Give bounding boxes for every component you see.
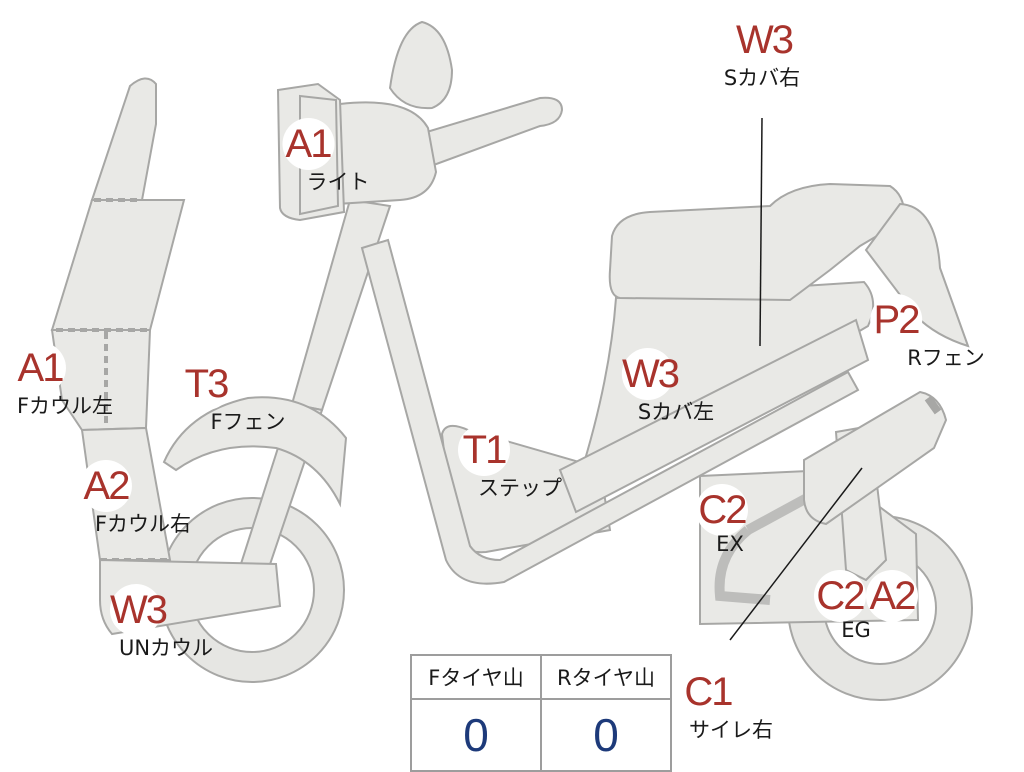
frame-top — [558, 318, 870, 514]
label-silencer-right: C1 サイレ右 — [643, 666, 773, 744]
label-seat-cover-left: W3 Sカバ左 — [582, 348, 714, 426]
muffler-tip — [924, 395, 942, 415]
front-fender — [162, 396, 348, 508]
exhaust-pipe — [714, 526, 771, 605]
label-exhaust: C2 EX — [696, 484, 748, 556]
label-under-cowl: W3 UNカウル — [59, 584, 213, 662]
part-code: W3 — [110, 584, 168, 636]
rear-tire-header: Rタイヤ山 — [540, 654, 672, 700]
tire-tread-table: Fタイヤ山 Rタイヤ山 0 0 — [410, 654, 672, 772]
front-tire-value: 0 — [410, 698, 542, 772]
part-name: Rフェン — [907, 346, 985, 370]
label-front-cowl-left: A1 Fカウル左 — [0, 342, 113, 420]
label-seat-cover-right: W3 Sカバ右 — [724, 14, 800, 92]
main-frame — [360, 238, 860, 585]
part-name: EX — [716, 532, 744, 556]
leader-silencer-right — [729, 467, 863, 641]
part-name: Fカウル右 — [94, 512, 192, 536]
part-name: EG — [841, 618, 871, 642]
muffler — [803, 390, 948, 526]
label-light: A1 ライト — [247, 118, 370, 196]
part-name: ライト — [306, 170, 370, 194]
handlebar — [398, 96, 564, 172]
part-code: T3 — [180, 358, 232, 410]
part-code: W3 — [622, 348, 680, 400]
part-code: A1 — [14, 342, 66, 394]
part-name: Sカバ右 — [723, 66, 801, 90]
part-code: C1 — [682, 666, 734, 718]
label-front-fender: T3 Fフェン — [126, 358, 286, 436]
part-name: サイレ右 — [689, 718, 773, 742]
label-engine: C2 A2 EG — [814, 570, 918, 642]
rear-tire-value: 0 — [540, 698, 672, 772]
seat — [608, 182, 906, 302]
part-name: UNカウル — [118, 636, 214, 660]
part-code: P2 — [870, 294, 922, 346]
front-fork — [290, 198, 392, 412]
front-cowl — [90, 77, 157, 201]
rear-tail — [864, 202, 970, 348]
part-name: ステップ — [478, 476, 562, 500]
label-rear-fender: P2 Rフェン — [807, 294, 985, 372]
part-code: A2 — [866, 570, 918, 622]
handlebar-head — [334, 101, 438, 206]
front-cowl-upper — [50, 199, 186, 331]
part-code: A2 — [80, 460, 132, 512]
mirror — [388, 20, 454, 110]
engine-codes: C2 A2 — [814, 570, 918, 622]
part-code: A1 — [282, 118, 334, 170]
label-step: T1 ステップ — [406, 424, 562, 502]
front-tire-header: Fタイヤ山 — [410, 654, 542, 700]
part-code: C2 — [814, 570, 866, 622]
part-code: T1 — [458, 424, 510, 476]
leader-seat-cover-right — [759, 117, 763, 347]
part-name: Fカウル左 — [16, 394, 114, 418]
part-name: Fフェン — [210, 410, 286, 434]
part-code: W3 — [736, 14, 794, 66]
part-name: Sカバ左 — [637, 400, 715, 424]
part-code: C2 — [696, 484, 748, 536]
label-front-cowl-right: A2 Fカウル右 — [21, 460, 191, 538]
